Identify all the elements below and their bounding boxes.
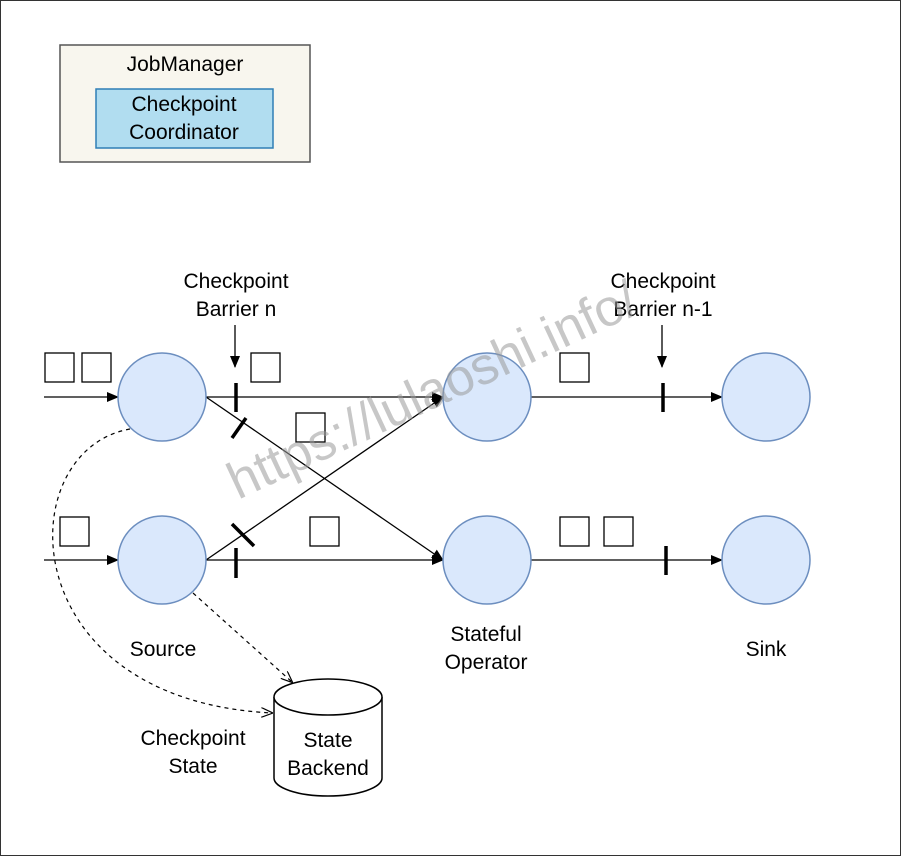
stateful-operator-node-1 (442, 352, 532, 442)
watermark-text: https://lulaoshi.info/ (219, 270, 647, 511)
record (250, 352, 281, 383)
barrier-n-label-line2: Barrier n (196, 298, 277, 321)
record (603, 516, 634, 547)
state-backend-top (273, 678, 383, 716)
edge-source2-op1 (205, 396, 444, 561)
checkpoint-state-path (52, 428, 272, 713)
records (44, 352, 634, 547)
job-manager: JobManager Checkpoint Coordinator (59, 44, 311, 163)
coordinator-label-line1: Checkpoint (131, 93, 236, 116)
sink-node-2 (721, 515, 811, 605)
record (559, 516, 590, 547)
source-label: Source (130, 638, 197, 661)
state-backend-body (273, 697, 383, 797)
record (81, 352, 112, 383)
checkpoint-state-label-line2: State (168, 755, 217, 778)
barrier-mark (230, 522, 256, 548)
barrier-n1-label-line2: Barrier n-1 (613, 298, 712, 321)
job-manager-title: JobManager (127, 53, 244, 76)
state-backend: State Backend (273, 678, 383, 797)
source-node-1 (117, 352, 207, 442)
state-backend-label-line2: Backend (287, 757, 369, 780)
checkpoint-coordinator-box (95, 88, 274, 149)
stateful-operator-label-line2: Operator (445, 651, 528, 674)
record (309, 516, 340, 547)
barrier-n-label-line1: Checkpoint (183, 270, 288, 293)
barrier-mark (230, 416, 248, 440)
barrier-n1-label-line1: Checkpoint (610, 270, 715, 293)
sink-label: Sink (746, 638, 787, 661)
record (559, 352, 590, 383)
stateful-operator-node-2 (442, 515, 532, 605)
record (59, 516, 90, 547)
state-backend-label-line1: State (303, 729, 352, 752)
source-state-path (192, 592, 292, 682)
record (295, 412, 326, 443)
source-node-2 (117, 515, 207, 605)
stateful-operator-label-line1: Stateful (450, 623, 521, 646)
sink-node-1 (721, 352, 811, 442)
coordinator-label-line2: Coordinator (129, 121, 239, 144)
checkpoint-state-label-line1: Checkpoint (140, 727, 245, 750)
record (44, 352, 75, 383)
